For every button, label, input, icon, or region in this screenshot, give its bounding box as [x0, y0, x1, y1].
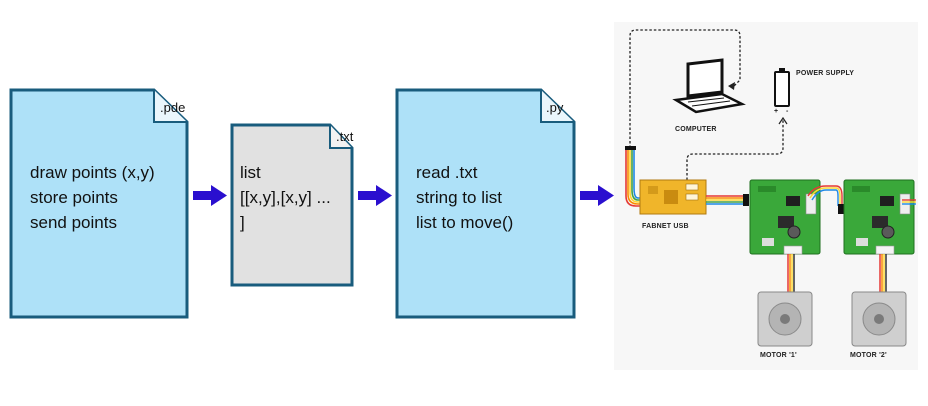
- power-supply-label: POWER SUPPLY: [796, 70, 855, 77]
- py-line-2: string to list: [416, 188, 502, 207]
- motor-1: [757, 291, 813, 347]
- power-supply-icon: [774, 68, 790, 107]
- py-extension-label: .py: [546, 100, 564, 115]
- pde-document-text: draw points (x,y) store points send poin…: [30, 160, 155, 235]
- arrow-3: [580, 185, 614, 206]
- pde-document-shape: [9, 88, 189, 319]
- computer-label: COMPUTER: [675, 126, 717, 133]
- pde-extension-label: .pde: [160, 100, 186, 115]
- motor-board-1: [749, 179, 821, 255]
- txt-document-fold: [329, 125, 352, 149]
- power-cable-arrow: [778, 116, 788, 125]
- txt-extension-label: .txt: [336, 129, 354, 144]
- motor-board-2: [843, 179, 916, 255]
- txt-line-1: list: [240, 163, 261, 182]
- pde-document-fold: [153, 90, 187, 123]
- pde-line-1: draw points (x,y): [30, 163, 155, 182]
- power-minus-label: -: [786, 108, 789, 115]
- arrow-1: [193, 185, 227, 206]
- pde-line-2: store points: [30, 188, 118, 207]
- py-line-3: list to move(): [416, 213, 514, 232]
- txt-document-text: list [[x,y],[x,y] ... ]: [240, 160, 331, 235]
- motor2-label: MOTOR '2': [850, 352, 887, 359]
- py-line-1: read .txt: [416, 163, 478, 182]
- py-document-fold: [540, 90, 574, 123]
- txt-line-3: ]: [240, 213, 245, 232]
- usb-to-board1-cable: [706, 194, 749, 206]
- arrow-2: [358, 185, 392, 206]
- ribbon-cable: [625, 146, 640, 207]
- power-plus-label: +: [774, 108, 779, 115]
- motor1-wires: [787, 254, 795, 292]
- board2-side-cable: [902, 199, 916, 205]
- computer-cable: [629, 29, 741, 148]
- motor1-label: MOTOR '1': [760, 352, 797, 359]
- txt-line-2: [[x,y],[x,y] ...: [240, 188, 331, 207]
- py-document-text: read .txt string to list list to move(): [416, 160, 513, 235]
- laptop-icon: [672, 58, 746, 114]
- py-document-shape: [395, 88, 576, 319]
- fabnet-usb-label: FABNET USB: [642, 223, 689, 230]
- pde-line-3: send points: [30, 213, 117, 232]
- motor2-wires: [879, 254, 887, 292]
- computer-cable-arrow: [728, 82, 735, 90]
- txt-document-shape: [230, 123, 354, 287]
- fabnet-usb-board: [639, 179, 707, 215]
- board1-to-board2-cable: [807, 185, 846, 214]
- motor-2: [851, 291, 907, 347]
